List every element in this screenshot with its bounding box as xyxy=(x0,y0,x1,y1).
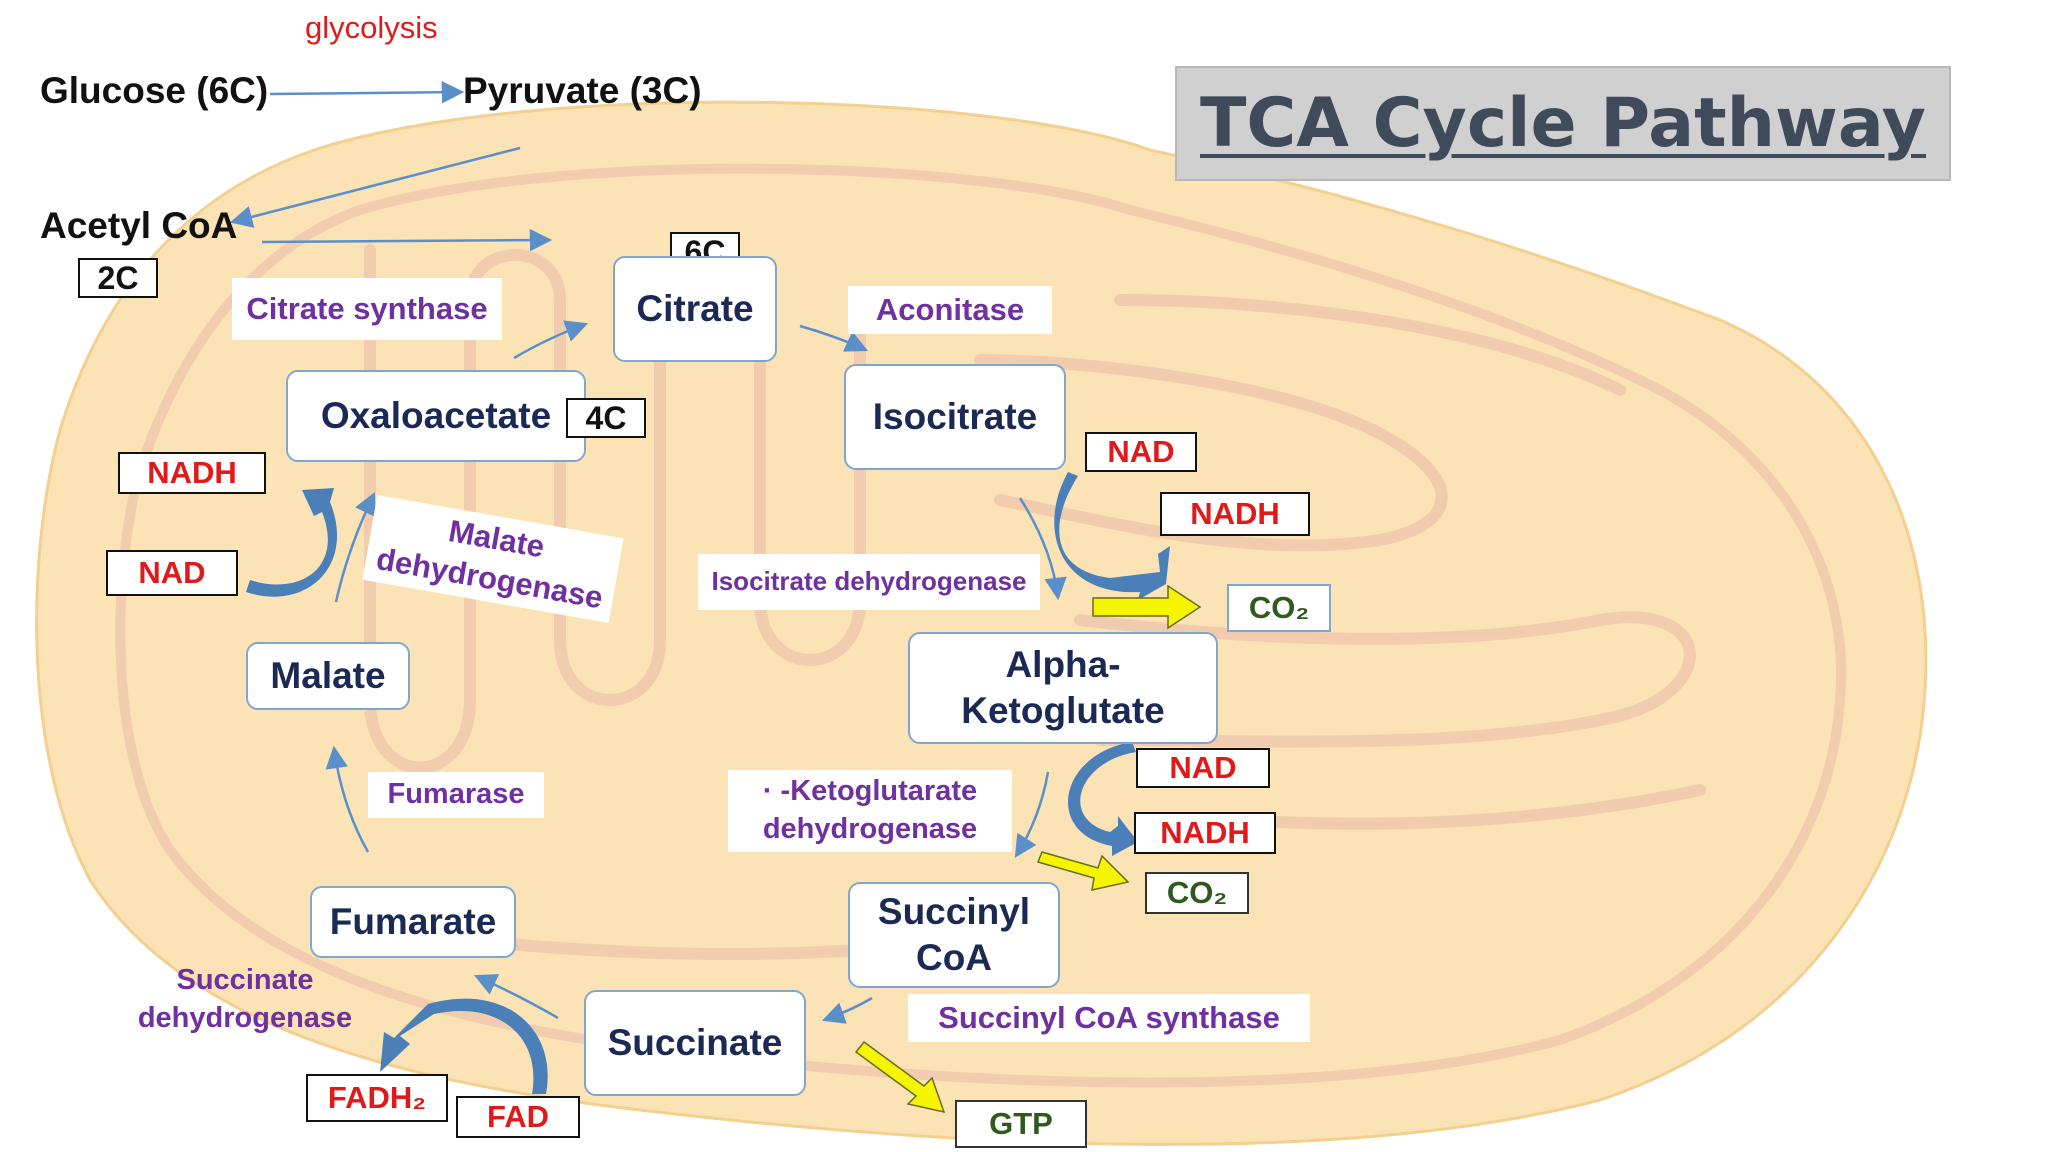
arrow-fumarate-to-malate xyxy=(325,745,370,853)
nadh-tag-malate: NADH xyxy=(118,452,266,494)
arrow-citrate-to-isocitrate xyxy=(799,324,869,352)
enzyme-fumarase: Fumarase xyxy=(368,772,544,818)
nadh-tag-akg: NADH xyxy=(1134,812,1276,854)
co2-tag-isocitrate: CO₂ xyxy=(1227,584,1331,632)
enzyme-isocitrate-dehydrogenase: Isocitrate dehydrogenase xyxy=(698,554,1040,610)
gtp-tag: GTP xyxy=(955,1100,1087,1148)
node-isocitrate: Isocitrate xyxy=(844,364,1066,470)
arrow-oxaloacetate-to-citrate xyxy=(513,320,589,360)
nad-tag-malate: NAD xyxy=(106,550,238,596)
arrow-succinylcoa-to-succinate xyxy=(821,996,873,1024)
cofactor-curved-arrows xyxy=(246,472,1170,1094)
acetyl-entry-arrow xyxy=(261,228,553,252)
node-succinyl-coa: Succinyl CoA xyxy=(848,882,1060,988)
arrow-malate-to-oxaloacetate xyxy=(334,491,376,603)
pyruvate-label: Pyruvate (3C) xyxy=(463,70,702,111)
co2-tag-akg: CO₂ xyxy=(1145,872,1249,914)
mitochondrion-inner-membrane xyxy=(115,163,1846,1088)
title-banner: TCA Cycle Pathway xyxy=(1175,66,1951,181)
node-fumarate: Fumarate xyxy=(310,886,516,958)
page-title: TCA Cycle Pathway xyxy=(1200,84,1926,163)
glucose-label: Glucose (6C) xyxy=(40,70,269,111)
fadh2-tag: FADH₂ xyxy=(306,1074,448,1122)
fad-tag: FAD xyxy=(456,1096,580,1138)
co2-gtp-yellow-arrows xyxy=(854,584,1202,1114)
node-alpha-ketoglutarate: Alpha- Ketoglutate xyxy=(908,632,1218,744)
enzyme-ketoglutarate-dehydrogenase: · -Ketoglutarate dehydrogenase xyxy=(728,770,1012,852)
glycolysis-arrow xyxy=(269,80,465,104)
arrow-succinate-to-fumarate xyxy=(473,974,559,1020)
enzyme-succinyl-coa-synthase: Succinyl CoA synthase xyxy=(908,994,1310,1042)
arrow-isocitrate-to-akg xyxy=(1018,497,1067,601)
nad-tag-akg: NAD xyxy=(1136,748,1270,788)
enzyme-succinate-dehydrogenase: Succinate dehydrogenase xyxy=(137,964,353,1034)
enzyme-aconitase: Aconitase xyxy=(848,286,1052,334)
acetyl-carbons-tag: 2C xyxy=(78,258,158,298)
nadh-tag-isocitrate: NADH xyxy=(1160,492,1310,536)
acetyl-coa-label: Acetyl CoA xyxy=(40,205,238,246)
node-malate: Malate xyxy=(246,642,410,710)
node-succinate: Succinate xyxy=(584,990,806,1096)
nad-tag-isocitrate: NAD xyxy=(1085,432,1197,472)
oxaloacetate-carbons-tag: 4C xyxy=(566,398,646,438)
glycolysis-label: glycolysis xyxy=(305,10,438,45)
node-citrate: Citrate xyxy=(613,256,777,362)
node-oxaloacetate: Oxaloacetate xyxy=(286,370,586,462)
enzyme-citrate-synthase: Citrate synthase xyxy=(232,278,502,340)
arrow-akg-to-succinylcoa xyxy=(1014,771,1050,858)
pyruvate-to-acetyl-arrow xyxy=(229,146,521,228)
